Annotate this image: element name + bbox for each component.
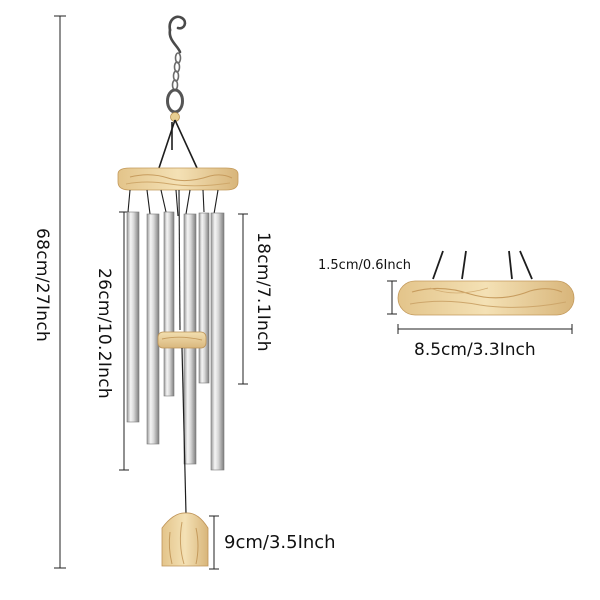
tube-1 [126,211,140,423]
tube-3 [163,211,175,397]
sail-dimension-line [209,515,219,570]
sail-label: 9cm/3.5Inch [224,532,336,553]
wooden-top [117,167,239,191]
tube-strings [127,189,219,331]
ring-thickness-dimension-line [387,280,397,315]
tube-5 [198,212,210,384]
total-height-dimension-line [54,15,66,569]
hanging-ring [166,88,184,114]
tube-2 [146,213,160,445]
shortest-tube-label: 18cm/7.1Inch [253,232,273,352]
ring-thickness-label: 1.5cm/0.6Inch [318,258,411,273]
longest-tube-label: 26cm/10.2Inch [94,268,114,399]
wooden-sail [161,512,209,567]
ring-diameter-label: 8.5cm/3.3Inch [414,340,536,360]
wooden-striker [157,331,207,349]
ring-diameter-dimension-line [397,324,573,334]
wooden-ring-detail [397,280,575,316]
shortest-tube-dimension-line [238,213,248,385]
hanging-hook [168,15,187,54]
tube-6 [210,212,225,471]
ring-cords [432,250,533,280]
total-height-label: 68cm/27Inch [32,228,52,343]
sail-string [181,347,187,515]
chain [171,52,182,91]
top-cords [158,119,198,169]
